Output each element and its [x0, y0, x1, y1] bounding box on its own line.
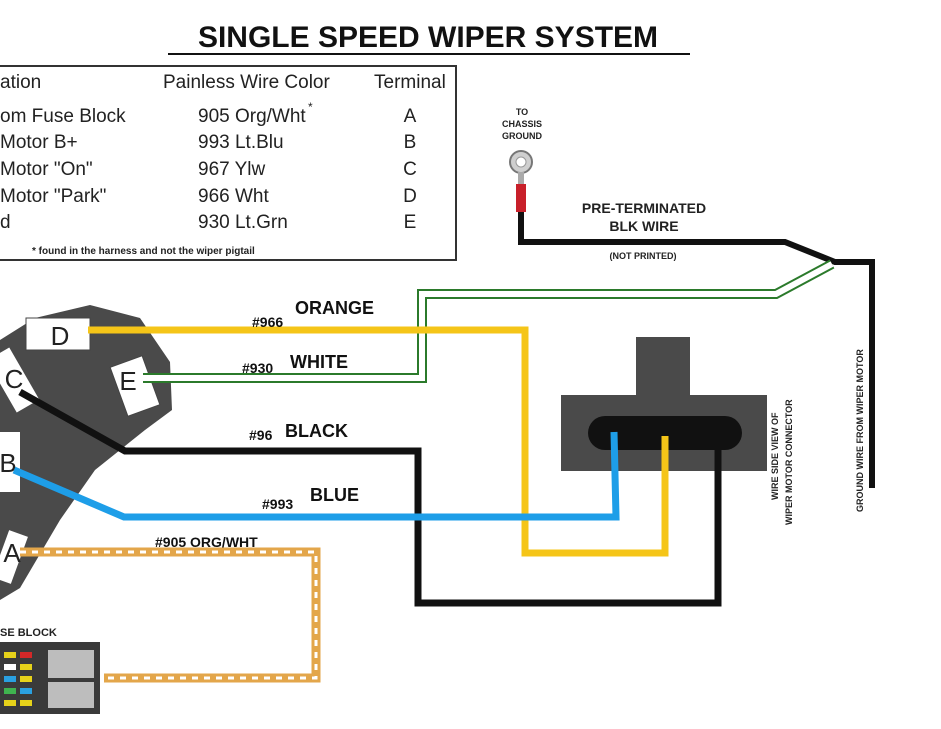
- fuse-icon: [4, 688, 16, 694]
- wire-number-label: #966: [252, 314, 283, 330]
- table-cell-function: om Fuse Block: [0, 106, 126, 127]
- chassis-ground: TO CHASSIS GROUND PRE-TERMINATED BLK WIR…: [502, 107, 875, 512]
- table-cell-color: 966 Wht: [198, 186, 269, 207]
- fuse-icon: [4, 652, 16, 658]
- wire-966: [88, 326, 669, 557]
- ring-terminal-barrel: [518, 172, 524, 184]
- switch-terminal-slot: [0, 432, 20, 492]
- fuse-icon: [20, 652, 32, 658]
- wire-name-label: WHITE: [290, 352, 348, 372]
- wire-name-label: ORANGE: [295, 298, 374, 318]
- table-cell-function: Motor "Park": [0, 186, 106, 207]
- fuse-block: SE BLOCK: [0, 627, 100, 714]
- switch-terminal-slot: [25, 317, 91, 351]
- table-cell-terminal: D: [403, 186, 417, 207]
- table-header-color: Painless Wire Color: [163, 72, 330, 93]
- connector-vertical-label: WIPER MOTOR CONNECTOR: [784, 399, 794, 525]
- wire-color-table: ation Painless Wire Color Terminal om Fu…: [0, 65, 457, 261]
- fuse-icon: [20, 688, 32, 694]
- ground-wire-label: PRE-TERMINATED: [582, 200, 706, 216]
- ground-label-line: TO: [516, 107, 528, 117]
- table-cell-function: Motor "On": [0, 159, 93, 180]
- ground-label-line: CHASSIS: [502, 119, 542, 129]
- ground-label-line: GROUND: [502, 131, 542, 141]
- fuse-icon: [20, 700, 32, 706]
- table-asterisk: *: [308, 100, 313, 114]
- wire-number-label: #993: [262, 496, 293, 512]
- fuse-icon: [4, 700, 16, 706]
- connector-vertical-label: WIRE SIDE VIEW OF: [770, 412, 780, 500]
- table-cell-terminal: B: [404, 132, 417, 153]
- switch-terminal-label: B: [0, 448, 17, 478]
- fuse-icon: [20, 676, 32, 682]
- wire-96-black: [18, 388, 722, 607]
- wire-number-label: #905 ORG/WHT: [155, 534, 258, 550]
- table-header-terminal: Terminal: [374, 72, 446, 93]
- table-border: [0, 65, 457, 261]
- ground-wire-label: BLK WIRE: [609, 218, 678, 234]
- wire-name-label: BLUE: [310, 485, 359, 505]
- ground-vertical-label: GROUND WIRE FROM WIPER MOTOR: [855, 349, 865, 512]
- wire-name-label: BLACK: [285, 421, 348, 441]
- wire-930: [143, 261, 834, 381]
- table-cell-function: Motor B+: [0, 132, 78, 153]
- switch-terminal-label: D: [51, 321, 70, 351]
- switch-terminal-label: A: [3, 538, 21, 568]
- wiper-motor-connector: WIRE SIDE VIEW OF WIPER MOTOR CONNECTOR: [561, 337, 794, 525]
- table-cell-color: 905 Org/Wht: [198, 106, 306, 127]
- wire-993-blue: [12, 431, 620, 521]
- fuse-block-label: SE BLOCK: [0, 627, 57, 639]
- diagram-title: SINGLE SPEED WIPER SYSTEM: [198, 21, 658, 54]
- connector-tab: [636, 337, 690, 397]
- ring-terminal-hole: [515, 156, 527, 168]
- ring-terminal-insulator: [516, 184, 526, 212]
- table-cell-terminal: C: [403, 159, 417, 180]
- fuse-icon: [4, 664, 16, 670]
- table-cell-terminal: A: [404, 106, 417, 127]
- wire-number-label: #930: [242, 360, 273, 376]
- switch-terminal-label: E: [119, 366, 136, 396]
- ground-wire-note: (NOT PRINTED): [610, 251, 677, 261]
- wire-number-label: #96: [249, 427, 273, 443]
- switch-terminal-label: C: [5, 364, 24, 394]
- wire-905-stripe: [20, 550, 318, 680]
- fuse-block-cover: [48, 650, 94, 678]
- table-cell-color: 967 Ylw: [198, 159, 266, 180]
- switch-terminal-slot: [0, 530, 28, 584]
- connector-slot: [588, 416, 742, 450]
- fuse-block-cover: [48, 682, 94, 708]
- fuse-icon: [20, 664, 32, 670]
- table-footnote: * found in the harness and not the wiper…: [32, 246, 255, 257]
- wiper-switch: D C E B A: [0, 305, 172, 600]
- fuse-icon: [4, 676, 16, 682]
- table-cell-color: 993 Lt.Blu: [198, 132, 284, 153]
- table-cell-function: d: [0, 212, 11, 233]
- ground-wire: [518, 212, 875, 488]
- table-cell-terminal: E: [404, 212, 417, 233]
- table-header-function: ation: [0, 72, 41, 93]
- table-cell-color: 930 Lt.Grn: [198, 212, 288, 233]
